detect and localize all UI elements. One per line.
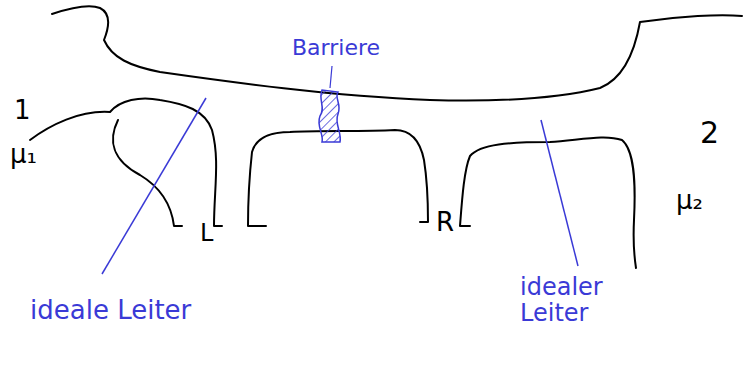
leader-line bbox=[102, 98, 206, 274]
upper-boundary bbox=[52, 6, 742, 100]
lead-label: ideale Leiter bbox=[30, 296, 191, 325]
leader-line bbox=[330, 66, 332, 88]
reservoir-number: 1 bbox=[14, 96, 31, 125]
reservoir-number: 2 bbox=[700, 116, 719, 149]
barrier-hatch bbox=[319, 90, 340, 142]
lead-label: idealer Leiter bbox=[520, 274, 650, 327]
middle-gate-boundary bbox=[248, 130, 428, 226]
barrier-label: Barriere bbox=[292, 36, 380, 60]
gate-label: R bbox=[436, 208, 454, 237]
left-gate-boundary bbox=[113, 120, 182, 226]
left-gate-boundary bbox=[30, 99, 222, 227]
gate-label: L bbox=[200, 220, 213, 246]
chemical-potential: μ₂ bbox=[676, 186, 703, 215]
leader-line bbox=[541, 120, 578, 266]
right-gate-boundary bbox=[460, 137, 636, 268]
chemical-potential: μ₁ bbox=[10, 140, 37, 169]
